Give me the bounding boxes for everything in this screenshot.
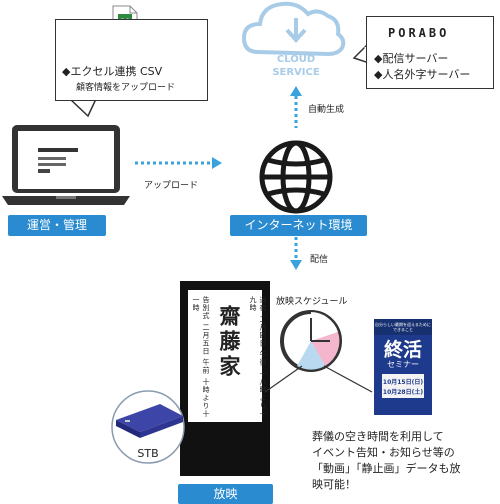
stb-label: STB [137,447,159,460]
cloud-label-1: CLOUD [276,54,316,65]
porabo-item-2: ◆人名外字サーバー [374,68,471,81]
excel-bubble-line1: ◆エクセル連携 CSV [62,65,163,78]
badge-operation: 運営・管理 [8,215,106,236]
porabo-logo: PORABO [388,26,450,40]
caption-line-4: 映可能！ [312,478,356,491]
porabo-bubble-tail [352,44,368,64]
sign-schedule-right: 通夜 二月四日 午後 十八時より十九時 [249,296,267,418]
delivery-label: 配信 [310,255,329,265]
poster-top-text: 自分らしい最期を迎えるためにできること [375,322,431,332]
upload-arrow [135,157,222,169]
excel-bubble [55,19,208,101]
poster-date-2: 10月28日(土) [382,389,424,396]
globe-icon [259,140,333,214]
poster-image [374,319,432,415]
upload-label: アップロード [144,181,199,191]
porabo-item-1: ◆配信サーバー [374,52,449,65]
sign-family-name: 齋藤家 [217,305,242,380]
clock-icon [264,310,373,393]
cloud-icon [241,1,346,57]
excel-bubble-tail [68,97,98,118]
poster-subtitle: セミナー [387,360,419,369]
caption-line-2: イベント告知・お知らせ等の [312,446,455,459]
delivery-arrow [290,237,302,270]
excel-bubble-line2: 顧客情報をアップロード [76,83,176,93]
auto-generate-arrow [290,86,302,128]
schedule-label: 放映スケジュール [276,297,348,307]
poster-title: 終活 [383,339,422,361]
auto-generate-label: 自動生成 [308,105,345,115]
badge-broadcast: 放映 [178,484,273,504]
caption-line-1: 葬儀の空き時間を利用して [312,430,444,443]
stb-device [111,390,185,464]
laptop-icon [2,125,130,205]
sign-schedule-left: 告別式 二月五日 午前 十時より十一時 [192,296,210,418]
poster-date-1: 10月15日(日) [382,379,424,386]
caption-line-3: 「動画」「静止画」データも放 [312,462,461,475]
cloud-label-2: SERVICE [272,67,320,78]
porabo-bubble [366,16,494,89]
display-panel [180,281,270,476]
badge-internet: インターネット環境 [230,215,367,236]
